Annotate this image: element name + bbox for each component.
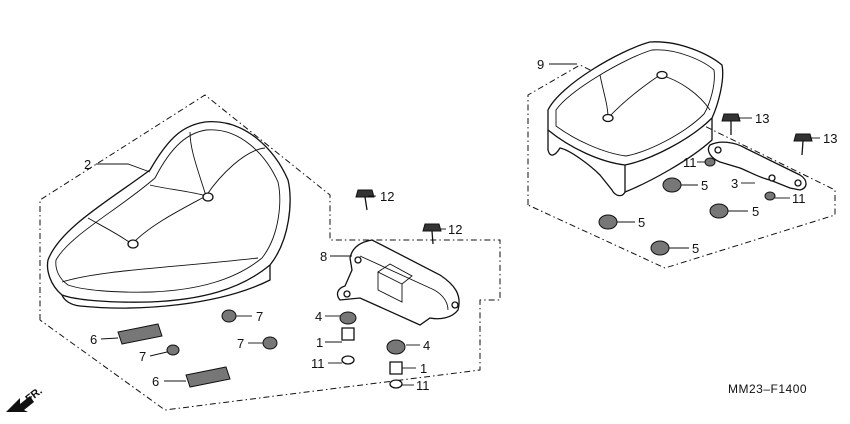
cushion-7-c xyxy=(262,336,278,350)
rear-seat-group-boundary xyxy=(527,64,836,269)
callout-13-b: 13 xyxy=(823,131,837,146)
washer-11-a xyxy=(341,355,355,365)
collar-1-a xyxy=(341,327,355,341)
front-direction-arrow: FR. xyxy=(6,385,45,412)
callout-5-b: 5 xyxy=(638,215,645,230)
cushion-7-a xyxy=(221,309,237,323)
callout-1-b: 1 xyxy=(420,361,427,376)
callout-2: 2 xyxy=(84,157,91,172)
callout-1-a: 1 xyxy=(316,335,323,350)
callout-11-a: 11 xyxy=(311,356,325,371)
callout-7-a: 7 xyxy=(256,309,263,324)
rubber-5-d xyxy=(650,240,670,256)
callout-5-d: 5 xyxy=(692,241,699,256)
washer-11-rear-b xyxy=(764,191,776,201)
callout-5-c: 5 xyxy=(752,204,759,219)
front-seat-group-boundary xyxy=(39,94,501,411)
callout-13-a: 13 xyxy=(755,111,769,126)
bolt-13-b xyxy=(793,133,813,156)
callout-numbers: 2 9 12 12 8 4 4 1 1 11 11 11 11 7 7 7 6 … xyxy=(84,57,837,393)
bolt-13-a xyxy=(721,113,741,135)
stopper-6-a xyxy=(117,323,163,345)
stopper-6-b xyxy=(185,366,231,388)
cushion-7-b xyxy=(166,344,180,356)
callout-7-c: 7 xyxy=(237,336,244,351)
callout-7-b: 7 xyxy=(139,349,146,364)
seat-bracket xyxy=(336,239,460,326)
damper-4-b xyxy=(386,339,406,355)
callout-3: 3 xyxy=(731,176,738,191)
rear-seat xyxy=(547,41,724,197)
callout-11-c: 11 xyxy=(683,155,697,170)
collar-1-b xyxy=(389,361,403,375)
callout-11-b: 11 xyxy=(416,378,430,393)
rear-bracket xyxy=(707,141,807,191)
callout-4-a: 4 xyxy=(315,309,322,324)
washer-11-rear xyxy=(704,157,716,167)
rubber-5-a xyxy=(662,177,682,193)
callout-6-a: 6 xyxy=(90,332,97,347)
callout-12-a: 12 xyxy=(380,189,394,204)
callout-8: 8 xyxy=(320,249,327,264)
callout-12-b: 12 xyxy=(448,222,462,237)
diagram-code: MM23–F1400 xyxy=(728,382,807,396)
bolt-12-a xyxy=(355,189,375,211)
rubber-5-b xyxy=(598,214,618,230)
washer-11-b xyxy=(389,379,403,389)
damper-4-a xyxy=(339,311,357,325)
callout-4-b: 4 xyxy=(423,338,430,353)
callout-11-d: 11 xyxy=(792,191,806,206)
bolt-12-b xyxy=(422,223,442,245)
rubber-5-c xyxy=(709,203,729,219)
callout-9: 9 xyxy=(537,57,544,72)
callout-6-b: 6 xyxy=(152,374,159,389)
callout-5-a: 5 xyxy=(701,178,708,193)
front-seat xyxy=(46,121,291,309)
leader-lines xyxy=(96,63,820,386)
